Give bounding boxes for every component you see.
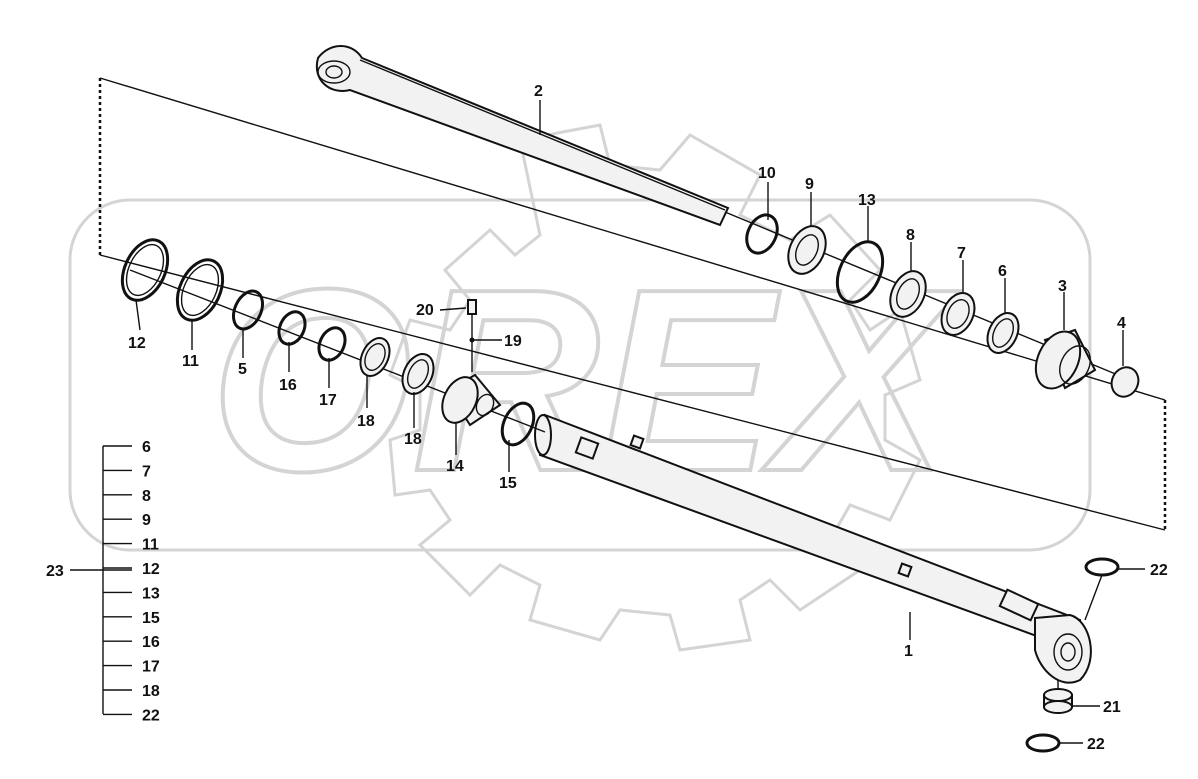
part-6-guide-band <box>986 312 1020 354</box>
callout-15: 15 <box>499 475 517 492</box>
part-22-o-ring-lower <box>1025 733 1061 753</box>
callout-14: 14 <box>446 458 464 475</box>
part-5-snap-ring <box>231 289 265 331</box>
callout-21: 21 <box>1103 699 1121 716</box>
upper-seal-row <box>724 211 1140 398</box>
callout-20: 20 <box>416 302 434 319</box>
callout-17: 17 <box>319 392 337 409</box>
kit-item-number: 7 <box>142 463 151 480</box>
kit-item-number: 13 <box>142 585 160 602</box>
part-16-o-ring <box>277 310 307 346</box>
part-22-o-ring-upper <box>1084 557 1120 577</box>
kit-outline <box>98 77 1167 531</box>
kit-item-number: 6 <box>142 439 151 456</box>
callout-18-a: 18 <box>357 413 375 430</box>
callout-2: 2 <box>534 83 543 100</box>
part-18-guide-ring-b <box>401 353 435 395</box>
callouts: 2 10 9 13 8 7 6 3 4 12 11 5 16 17 18 18 … <box>128 83 1168 753</box>
callout-12: 12 <box>128 335 146 352</box>
callout-16: 16 <box>279 377 297 394</box>
callout-22-lower: 22 <box>1087 736 1105 753</box>
kit-item-number: 17 <box>142 659 160 676</box>
callout-18-b: 18 <box>404 431 422 448</box>
part-17-backup-ring <box>317 326 347 362</box>
kit-item-number: 12 <box>142 561 160 578</box>
cylinder-tube <box>534 413 1092 684</box>
kit-label: 23 <box>46 563 64 580</box>
callout-19: 19 <box>504 333 522 350</box>
kit-item-number: 16 <box>142 634 160 651</box>
kit-item-number: 11 <box>142 537 159 554</box>
callout-5: 5 <box>238 361 247 378</box>
part-10-retaining-ring <box>745 213 779 255</box>
kit-item-number: 22 <box>142 707 160 724</box>
callout-4: 4 <box>1117 315 1126 332</box>
kit-bracket: 23 6 7 8 9 11 12 13 15 16 17 18 22 <box>46 439 160 724</box>
leader-lines <box>135 100 1145 744</box>
kit-item-number: 8 <box>142 488 151 505</box>
part-11-seal <box>175 258 225 322</box>
kit-item-number: 18 <box>142 683 160 700</box>
part-7-buffer <box>940 292 976 336</box>
part-13-seal-ring <box>835 240 885 304</box>
callout-3: 3 <box>1058 278 1067 295</box>
callout-8: 8 <box>906 227 915 244</box>
callout-9: 9 <box>805 176 814 193</box>
callout-11: 11 <box>182 353 199 370</box>
part-4-bushing <box>1110 366 1140 398</box>
watermark-text: OREX <box>210 236 960 526</box>
callout-1: 1 <box>904 643 913 660</box>
kit-item-number: 15 <box>142 610 160 627</box>
callout-6: 6 <box>998 263 1007 280</box>
part-20-screw <box>467 299 477 315</box>
piston-rod <box>315 45 730 227</box>
callout-22-upper: 22 <box>1150 562 1168 579</box>
callout-10: 10 <box>758 165 776 182</box>
callout-7: 7 <box>957 245 966 262</box>
part-8-rod-seal <box>889 270 927 318</box>
callout-13: 13 <box>858 192 876 209</box>
pin-end-parts <box>1025 557 1120 753</box>
lower-seal-row <box>120 238 546 447</box>
part-12-seal <box>120 238 170 302</box>
part-19-ball <box>469 337 475 343</box>
kit-item-number: 9 <box>142 512 151 529</box>
kit-item-list: 6 7 8 9 11 12 13 15 16 17 18 22 <box>103 439 160 724</box>
